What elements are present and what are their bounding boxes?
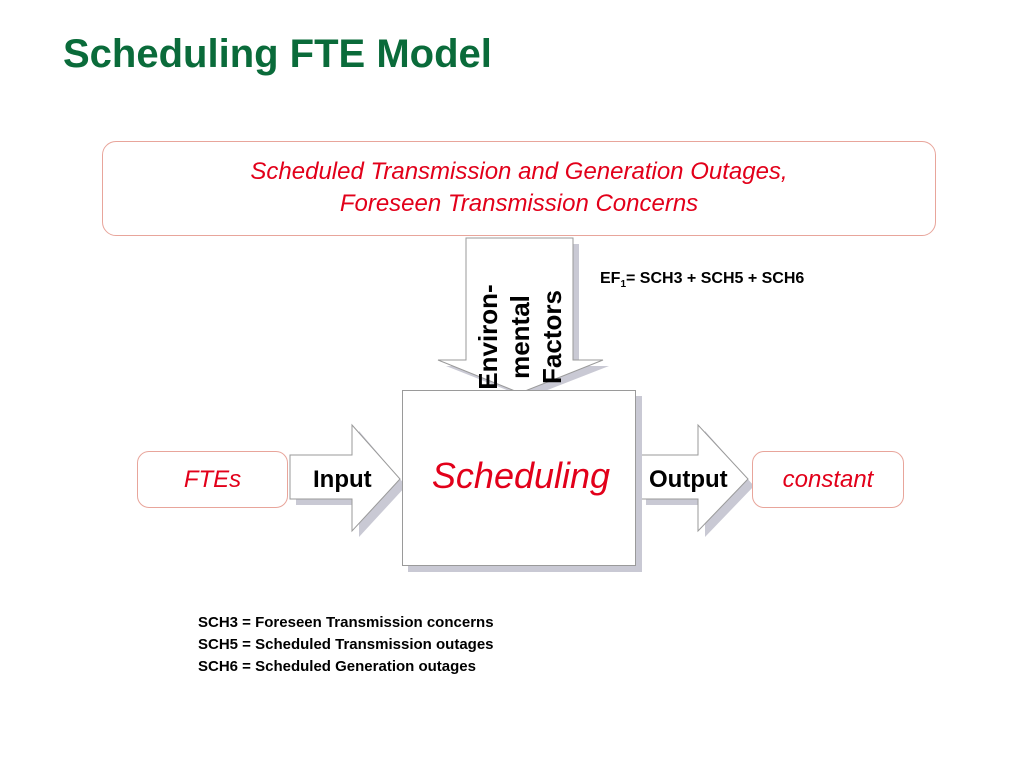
output-box-label: constant <box>782 465 874 493</box>
output-arrow-label: Output <box>649 466 728 493</box>
outages-box: Scheduled Transmission and Generation Ou… <box>102 141 936 236</box>
definition-item: SCH6 = Scheduled Generation outages <box>198 658 476 675</box>
definitions-list: SCH3 = Foreseen Transmission concerns SC… <box>198 612 494 678</box>
definition-item: SCH5 = Scheduled Transmission outages <box>198 636 494 653</box>
ef-formula: EF1= SCH3 + SCH5 + SCH6 <box>600 270 804 290</box>
environmental-line-3: Factors <box>537 290 567 384</box>
environmental-arrow <box>437 237 604 394</box>
environmental-label: Environ- mental Factors <box>472 277 568 397</box>
input-box: FTEs <box>137 451 288 508</box>
formula-rhs: = SCH3 + SCH5 + SCH6 <box>626 270 805 287</box>
scheduling-box <box>402 390 636 566</box>
environmental-label-area: Environ- mental Factors <box>470 245 570 389</box>
formula-lhs: EF <box>600 270 621 287</box>
outages-line-1: Scheduled Transmission and Generation Ou… <box>250 158 788 185</box>
input-arrow-label: Input <box>313 466 372 493</box>
page-title: Scheduling FTE Model <box>63 32 492 76</box>
formula-subscript: 1 <box>620 279 627 291</box>
input-box-label: FTEs <box>183 465 242 493</box>
definition-item: SCH3 = Foreseen Transmission concerns <box>198 614 494 631</box>
input-arrow <box>289 423 401 533</box>
outages-line-2: Foreseen Transmission Concerns <box>339 190 699 217</box>
output-box: constant <box>752 451 904 508</box>
environmental-line-2: mental <box>505 295 535 379</box>
output-arrow <box>639 423 749 533</box>
scheduling-label: Scheduling <box>431 455 611 496</box>
environmental-line-1: Environ- <box>473 284 503 390</box>
